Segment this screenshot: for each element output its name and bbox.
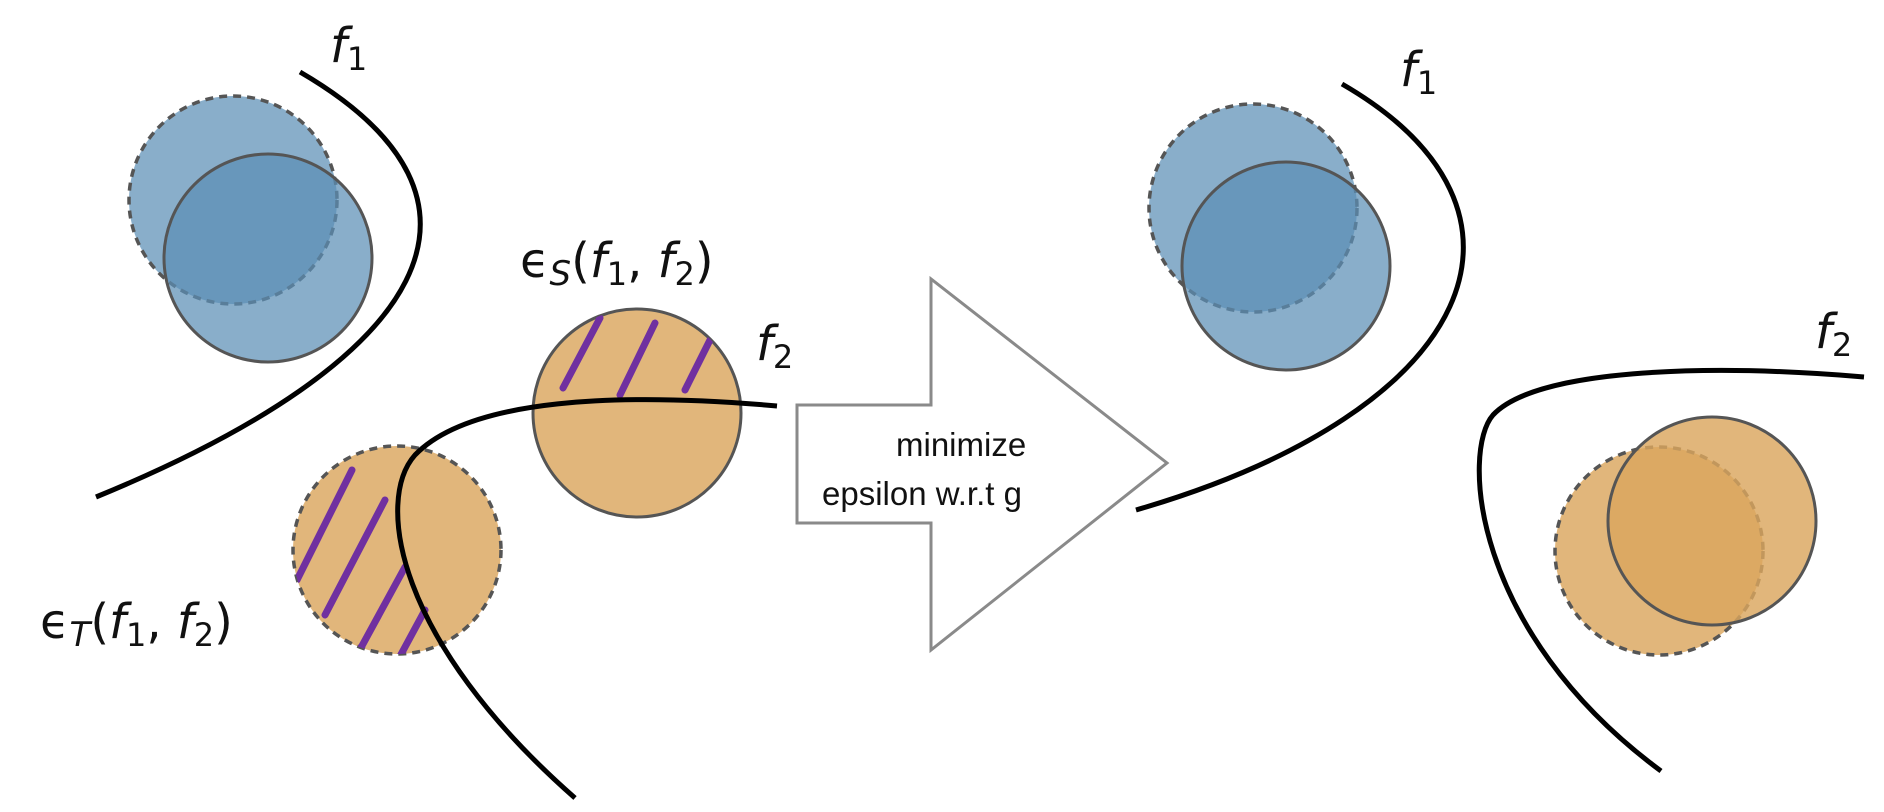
decision-boundary-f2-right [1476,368,1865,774]
label-f2-left: f2 [756,316,793,376]
source-blob-solid-right [1180,160,1392,372]
transition-arrow: minimize epsilon w.r.t g [795,275,1170,654]
label-f2-right: f2 [1815,304,1852,364]
right-panel: f1 f2 [1135,42,1865,774]
decision-boundary-f1-right [1135,81,1466,513]
source-disagreement-hatch [559,314,714,399]
label-f1-left: f1 [330,18,367,78]
arrow-label-line2: epsilon w.r.t g [822,475,1022,512]
target-blob-dashed-left [291,444,503,656]
decision-boundary-f1-left [95,69,423,500]
decision-boundary-f2-left [395,397,778,800]
arrow-label-line1: minimize [896,426,1026,463]
label-epsilon-source: ϵS(f1, f2) [520,233,714,294]
target-blob-solid-left [531,307,743,519]
arrow-shape [795,275,1170,654]
label-epsilon-target: ϵT(f1, f2) [40,594,233,655]
target-disagreement-hatch [293,466,429,654]
label-f1-right: f1 [1400,42,1437,102]
left-panel: f1 f2 ϵS(f1, f2) ϵT(f1, f2) [40,18,793,800]
source-blob-solid-left [162,152,374,364]
target-blob-solid-right [1606,415,1818,627]
